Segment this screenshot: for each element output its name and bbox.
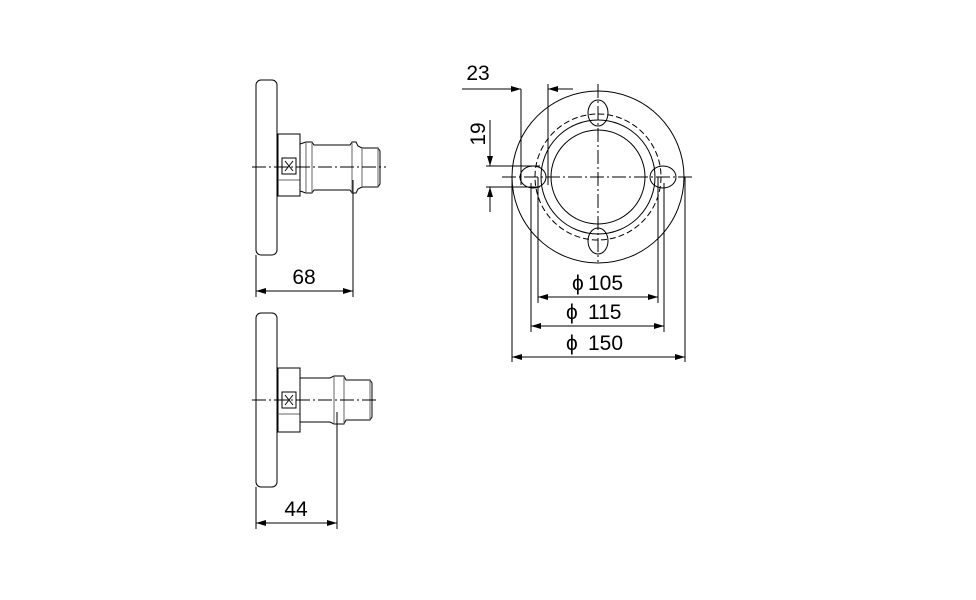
diameter-label-115: 115 <box>588 301 621 324</box>
diameter-label-105: 105 <box>588 272 623 295</box>
dimension-label-68: 68 <box>292 266 315 289</box>
diameter-label-150: 150 <box>588 332 623 355</box>
dimension-label-19: 19 <box>467 122 490 145</box>
logo-icon <box>281 157 297 175</box>
flange-front-view: 23 19 ϕ 105 ϕ 115 ϕ 150 <box>462 62 692 362</box>
bolt-hole <box>649 165 677 189</box>
diameter-symbol: ϕ <box>566 301 578 324</box>
bolt-hole <box>587 99 609 127</box>
diameter-symbol: ϕ <box>572 272 584 295</box>
dimension-label-23: 23 <box>466 62 489 85</box>
side-view-long-fitting: 68 <box>252 79 386 297</box>
side-view-short-fitting: 44 <box>252 312 378 529</box>
diameter-symbol: ϕ <box>566 332 578 355</box>
dimension-label-44: 44 <box>284 498 308 521</box>
